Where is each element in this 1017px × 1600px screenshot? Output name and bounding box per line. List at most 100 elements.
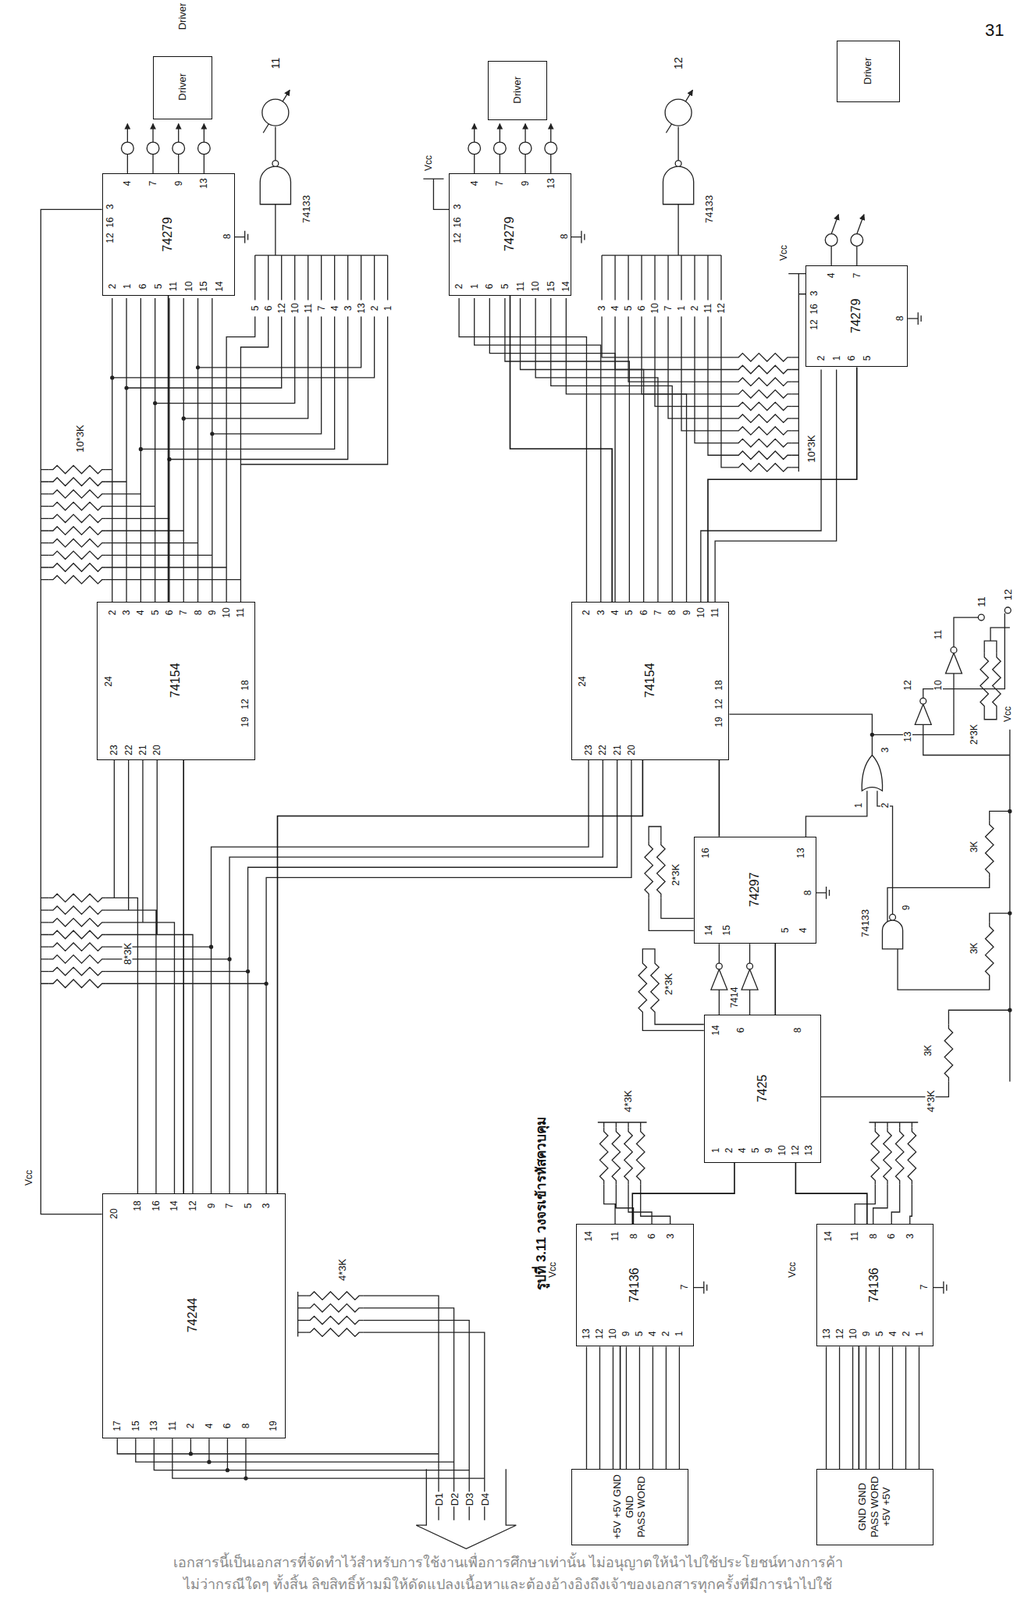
pin-number: 15 — [546, 280, 556, 293]
wire — [40, 897, 49, 984]
signal-bus — [277, 760, 644, 1195]
pin-number: 13 — [356, 302, 367, 314]
pin-number: 10 — [933, 679, 943, 692]
resistor-symbol — [49, 353, 1001, 1338]
pin-number: 5 — [862, 354, 872, 362]
page-number: 31 — [984, 21, 1005, 40]
signal-bus — [707, 367, 857, 603]
pin-number: 6 — [222, 1422, 232, 1430]
pin-number: 10 — [608, 1328, 618, 1341]
pin-number: 21 — [612, 743, 623, 756]
pin-number: 24 — [103, 675, 114, 687]
bus-signal: D1 — [433, 1492, 444, 1508]
pin-number: 1 — [832, 354, 842, 362]
pin-number: 8 — [559, 233, 569, 241]
pin-number: 12 — [277, 302, 287, 314]
inversion-bubble — [675, 160, 682, 168]
pin-number: 74133 — [704, 194, 715, 225]
wire — [601, 316, 735, 468]
signal-bus — [718, 760, 721, 837]
supply-label: Vcc — [423, 154, 434, 172]
pin-number: 14 — [711, 1024, 721, 1036]
pin-number: 13 — [199, 177, 209, 190]
wire — [586, 1347, 680, 1470]
pin-number: 6 — [138, 283, 148, 291]
pin-number: 23 — [109, 743, 119, 756]
ic-chip: 7425 — [704, 1014, 822, 1163]
wire — [791, 357, 799, 468]
pin-number: 24 — [577, 675, 587, 687]
pin-number: 10 — [777, 1145, 787, 1157]
resistor-label: 3K — [969, 839, 979, 854]
pin-number: 3 — [596, 609, 606, 617]
pin-number: 14 — [561, 280, 571, 293]
resistor-label: 4*3K — [924, 1089, 936, 1114]
lamp-number: 12 — [672, 56, 684, 71]
pin-number: 3 — [105, 203, 115, 211]
pin-number: 18 — [132, 1199, 143, 1212]
ic-chip: 74279 — [448, 173, 572, 296]
inverter — [741, 969, 758, 990]
switch-text: PASS WORD — [635, 1475, 648, 1538]
pin-number: 10 — [696, 607, 706, 619]
signal-bus — [619, 1346, 622, 1469]
signal-bus — [632, 1162, 735, 1224]
pin-number: 5 — [153, 283, 164, 291]
pin-number: 1 — [676, 304, 687, 312]
pin-number: 8 — [868, 1233, 879, 1241]
resistor-label: 2*3K — [670, 863, 681, 887]
pin-number: 9 — [682, 609, 692, 617]
pin-number: 7414 — [729, 986, 740, 1010]
wire — [106, 760, 632, 1194]
wire — [112, 298, 269, 602]
pin-number: 7 — [316, 304, 327, 312]
inverter — [945, 653, 963, 674]
watermark-note: ไม่ว่ากรณีใดๆ ทั้งสิ้น ลิขสิทธิ์ห้ามมิให… — [182, 1577, 833, 1592]
resistor-label: 10*3K — [806, 433, 817, 463]
pin-number: 2 — [724, 1147, 734, 1155]
pin-number: 10 — [221, 607, 232, 619]
pin-number: 7 — [852, 272, 862, 280]
lamp-number: 11 — [270, 56, 281, 71]
output-arrow — [831, 214, 839, 235]
pin-number: 10 — [184, 280, 194, 293]
bus-signal: D3 — [464, 1492, 475, 1508]
pin-number: 5 — [250, 304, 260, 312]
pin-number: 11 — [167, 1420, 178, 1432]
supply-label: Vcc — [787, 1261, 797, 1279]
pin-number: 5 — [874, 1330, 885, 1338]
pin-number: 18 — [240, 679, 250, 692]
resistor-label: 3K — [923, 1044, 933, 1058]
driver-name: Driver — [510, 76, 523, 104]
output-led — [850, 234, 864, 247]
supply-label: Vcc — [24, 1169, 34, 1187]
pin-number: 12 — [790, 1145, 801, 1157]
pin-number: 2 — [901, 1330, 911, 1338]
pin-number: 1 — [914, 1330, 925, 1338]
pin-number: 9 — [901, 904, 911, 912]
pin-number: 12 — [835, 1328, 845, 1341]
pin-number: 7 — [148, 180, 158, 188]
pin-number: 2 — [880, 802, 890, 810]
output-led — [468, 142, 481, 155]
pin-number: 20 — [152, 743, 162, 756]
chip-name: 74154 — [167, 663, 183, 699]
wire — [106, 760, 193, 1194]
pin-number: 8 — [792, 1027, 803, 1035]
pin-number: 8 — [629, 1233, 639, 1241]
pin-number: 12 — [452, 231, 463, 244]
chip-name: 74279 — [160, 216, 175, 253]
pin-number: 20 — [109, 1208, 119, 1220]
pin-number: 2 — [454, 283, 464, 291]
pin-number: 11 — [515, 280, 526, 292]
wire — [255, 126, 388, 300]
pin-number: 1 — [469, 283, 480, 291]
wire — [40, 469, 49, 580]
nand-gate — [881, 920, 903, 950]
pin-number: 13 — [803, 1145, 814, 1157]
chip-text-area: Driver — [837, 41, 899, 100]
ic-chip: 74244 — [102, 1193, 286, 1439]
wire — [458, 298, 687, 602]
pin-number: 12 — [594, 1328, 605, 1341]
pin-number: 15 — [721, 924, 732, 936]
